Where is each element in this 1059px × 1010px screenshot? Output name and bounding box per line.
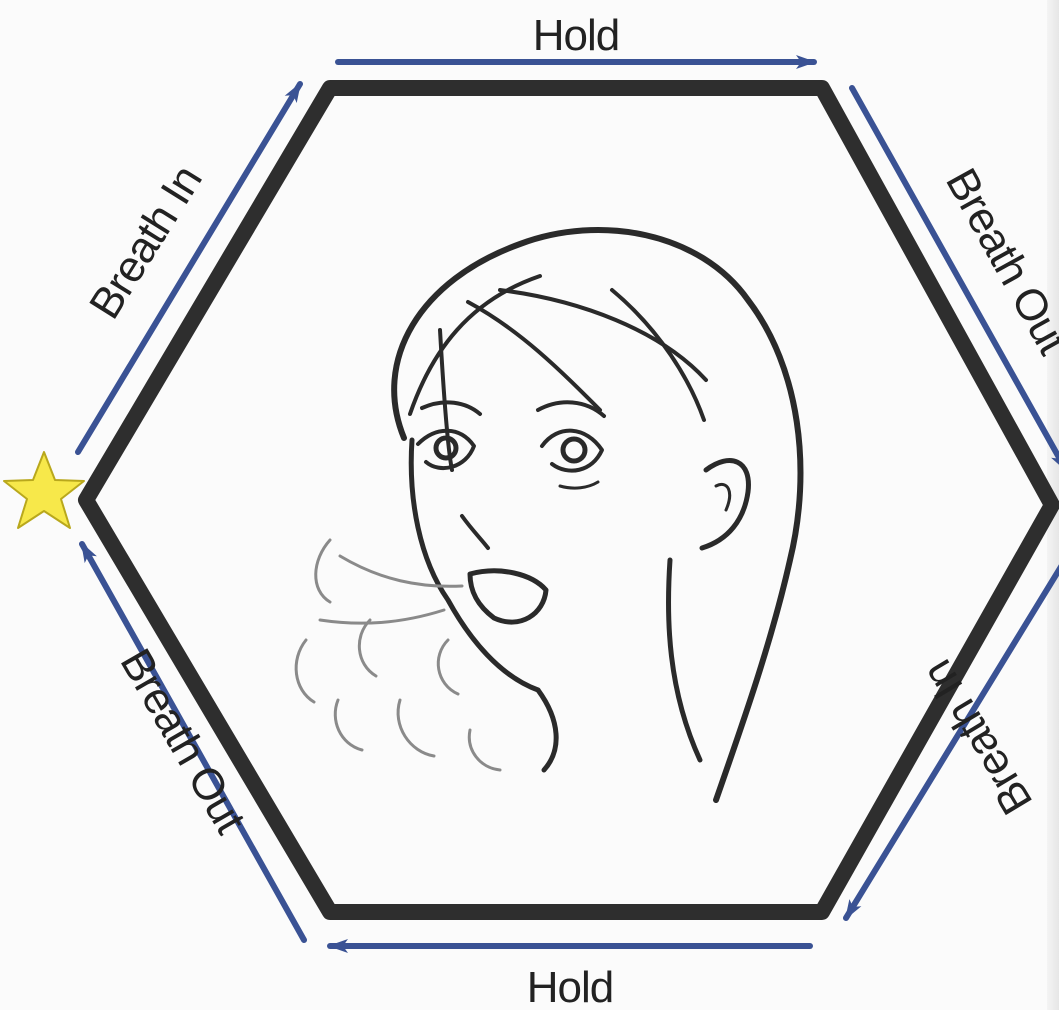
label-top: Hold: [533, 11, 620, 60]
breath-line: [340, 556, 462, 586]
face-outline: [411, 440, 538, 690]
ear-inner: [716, 484, 730, 510]
neck: [668, 560, 700, 760]
label-bottom: Hold: [527, 963, 614, 1010]
ear: [702, 461, 748, 548]
breath-cloud: [438, 640, 458, 694]
hair-strand: [468, 302, 600, 410]
hair-strand: [500, 290, 706, 380]
pupil-right: [563, 439, 585, 461]
eyebrow-left: [422, 402, 480, 414]
breath-line: [320, 610, 444, 623]
breath-cloud: [469, 730, 500, 770]
face-exhaling-illustration: [394, 230, 800, 800]
breath-cloud: [296, 640, 314, 702]
nose: [462, 516, 488, 548]
chin-neck: [538, 690, 556, 770]
breath-cloud: [316, 540, 330, 602]
lower-lash-right: [560, 482, 598, 488]
star-icon: [4, 452, 84, 528]
hair-strand: [440, 330, 452, 470]
breath-cloud: [335, 700, 362, 750]
breath-cloud: [398, 700, 434, 756]
pupil-left: [436, 438, 456, 458]
label-lower-right: Breath In: [913, 652, 1042, 823]
mouth: [470, 571, 546, 622]
label-upper-left: Breath In: [80, 157, 211, 327]
hair-strand: [410, 276, 540, 414]
breath-cloud: [359, 620, 376, 676]
hair-strand: [612, 290, 704, 420]
